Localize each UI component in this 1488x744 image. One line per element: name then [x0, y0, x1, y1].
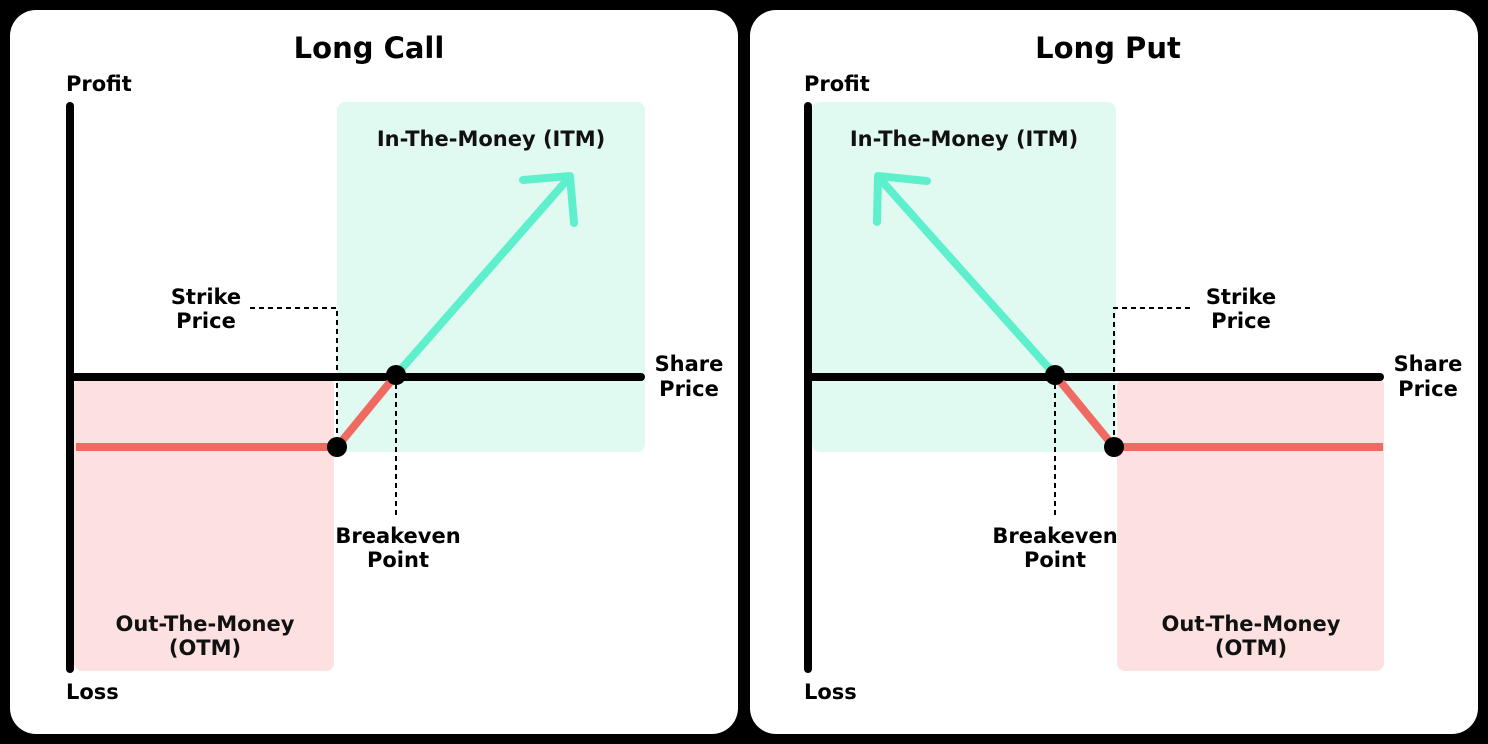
chart-title: Long Put: [1035, 31, 1181, 65]
itm-label: In-The-Money (ITM): [850, 127, 1078, 151]
itm-zone: [337, 102, 645, 452]
axis-label-price: Price: [659, 377, 719, 401]
otm-label-line1: Out-The-Money: [1162, 612, 1341, 636]
long-put-panel: Long Put Profit Loss Share Price In-The-…: [750, 10, 1478, 734]
profit-arrow-head: [873, 172, 931, 226]
breakeven-label-line1: Breakeven: [992, 524, 1117, 548]
long-call-panel: Long Call Profit Loss Share Price In-The…: [10, 10, 738, 734]
strike-point: [1104, 437, 1124, 457]
profit-arrow-shaft: [392, 176, 571, 379]
axis-label-share: Share: [655, 352, 724, 376]
breakeven-label-line2: Point: [367, 548, 429, 572]
strike-point: [327, 437, 347, 457]
axis-label-share: Share: [1394, 352, 1463, 376]
profit-arrow-head: [519, 172, 578, 227]
chart-title: Long Call: [294, 31, 445, 65]
breakeven-point: [1045, 365, 1065, 385]
axis-label-price: Price: [1398, 377, 1458, 401]
long-put-diagram: Long Put Profit Loss Share Price In-The-…: [804, 31, 1463, 704]
breakeven-label-line2: Point: [1024, 548, 1086, 572]
axis-label-profit: Profit: [804, 72, 870, 96]
strike-label-line1: Strike: [171, 285, 241, 309]
strike-guide-line: [250, 307, 338, 447]
breakeven-label-line1: Breakeven: [335, 524, 460, 548]
axis-label-profit: Profit: [66, 72, 132, 96]
strike-label-line2: Price: [1211, 309, 1271, 333]
strike-guide-line: [1113, 307, 1190, 443]
axis-label-loss: Loss: [804, 680, 857, 704]
itm-label: In-The-Money (ITM): [377, 127, 605, 151]
strike-label-line1: Strike: [1206, 285, 1276, 309]
otm-label-line2: (OTM): [169, 636, 241, 660]
breakeven-point: [386, 365, 406, 385]
otm-label-line2: (OTM): [1215, 636, 1287, 660]
long-call-diagram: Long Call Profit Loss Share Price In-The…: [66, 31, 724, 704]
otm-label-line1: Out-The-Money: [116, 612, 295, 636]
strike-label-line2: Price: [176, 309, 236, 333]
profit-arrow-shaft: [877, 176, 1059, 379]
axis-label-loss: Loss: [66, 680, 119, 704]
